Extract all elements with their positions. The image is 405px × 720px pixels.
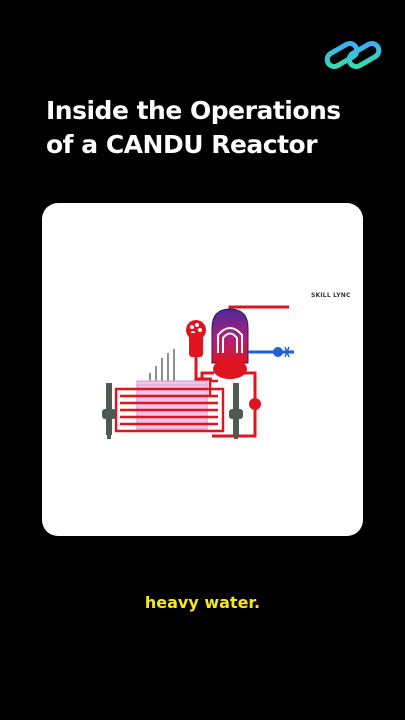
title-line-2: of a CANDU Reactor <box>46 130 318 159</box>
brand-watermark: SKILL LYNC <box>311 292 351 299</box>
pressurizer <box>186 320 212 381</box>
page-title: Inside the Operations of a CANDU Reactor <box>46 94 386 162</box>
fueling-machine-left <box>102 383 116 439</box>
title-line-1: Inside the Operations <box>46 96 341 125</box>
diagram-card: SKILL LYNC <box>42 203 363 536</box>
steam-generator <box>211 308 249 379</box>
fuel-channels <box>114 379 225 433</box>
feedwater-line <box>248 346 294 358</box>
chain-link-logo-icon <box>324 41 382 69</box>
subtitle-caption: heavy water. <box>144 593 261 612</box>
fueling-machine-right <box>229 383 243 439</box>
candu-reactor-diagram <box>102 305 294 439</box>
